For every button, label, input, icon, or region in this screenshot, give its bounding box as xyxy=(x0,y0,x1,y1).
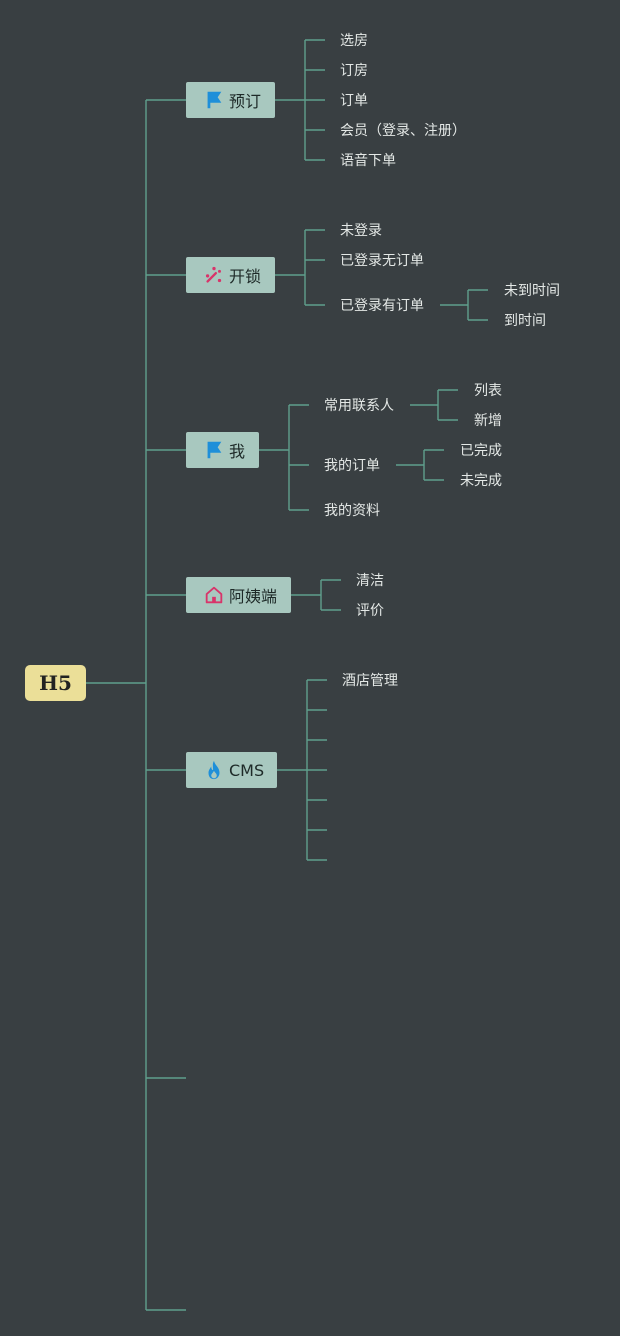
house-icon xyxy=(203,584,225,606)
leaf-node[interactable]: 已完成 xyxy=(460,443,502,459)
branch-label: CMS xyxy=(229,760,265,780)
magic-wand-icon xyxy=(203,264,225,286)
leaf-node[interactable]: 到时间 xyxy=(504,313,546,329)
leaf-node[interactable]: 已登录有订单 xyxy=(340,298,424,314)
branch-label: 预订 xyxy=(229,92,262,111)
flag-icon xyxy=(203,89,225,111)
leaf-node[interactable]: 新增 xyxy=(474,413,502,429)
leaf-node[interactable]: 清洁 xyxy=(356,573,384,589)
branch-node-unlock[interactable]: 开锁 xyxy=(186,257,275,293)
leaf-node[interactable]: 未登录 xyxy=(340,223,382,239)
leaf-node[interactable]: 已登录无订单 xyxy=(340,253,424,269)
leaf-node[interactable]: 未完成 xyxy=(460,473,502,489)
branch-node-me[interactable]: 我 xyxy=(186,432,259,468)
root-node[interactable]: H5 xyxy=(25,665,86,701)
leaf-node[interactable]: 未到时间 xyxy=(504,283,560,299)
leaf-node[interactable]: 酒店管理 xyxy=(342,673,398,689)
leaf-node[interactable]: 会员（登录、注册） xyxy=(340,123,466,139)
leaf-node[interactable]: 我的资料 xyxy=(324,503,380,519)
branch-label: 开锁 xyxy=(229,267,262,286)
leaf-node[interactable]: 语音下单 xyxy=(340,153,396,169)
leaf-node[interactable]: 列表 xyxy=(474,383,502,399)
branch-label: 阿姨端 xyxy=(229,587,278,606)
branch-label: 我 xyxy=(229,442,246,461)
branch-node-booking[interactable]: 预订 xyxy=(186,82,275,118)
leaf-node[interactable]: 订房 xyxy=(340,63,368,79)
branch-node-cleaner[interactable]: 阿姨端 xyxy=(186,577,291,613)
branch-node-cms[interactable]: CMS xyxy=(186,752,277,788)
leaf-node[interactable]: 选房 xyxy=(340,33,368,49)
leaf-node[interactable]: 订单 xyxy=(340,93,368,109)
leaf-node[interactable]: 我的订单 xyxy=(324,458,380,474)
leaf-node[interactable]: 常用联系人 xyxy=(324,398,394,414)
leaf-node[interactable]: 评价 xyxy=(356,603,384,619)
flag-icon xyxy=(203,439,225,461)
fire-icon xyxy=(203,759,225,781)
